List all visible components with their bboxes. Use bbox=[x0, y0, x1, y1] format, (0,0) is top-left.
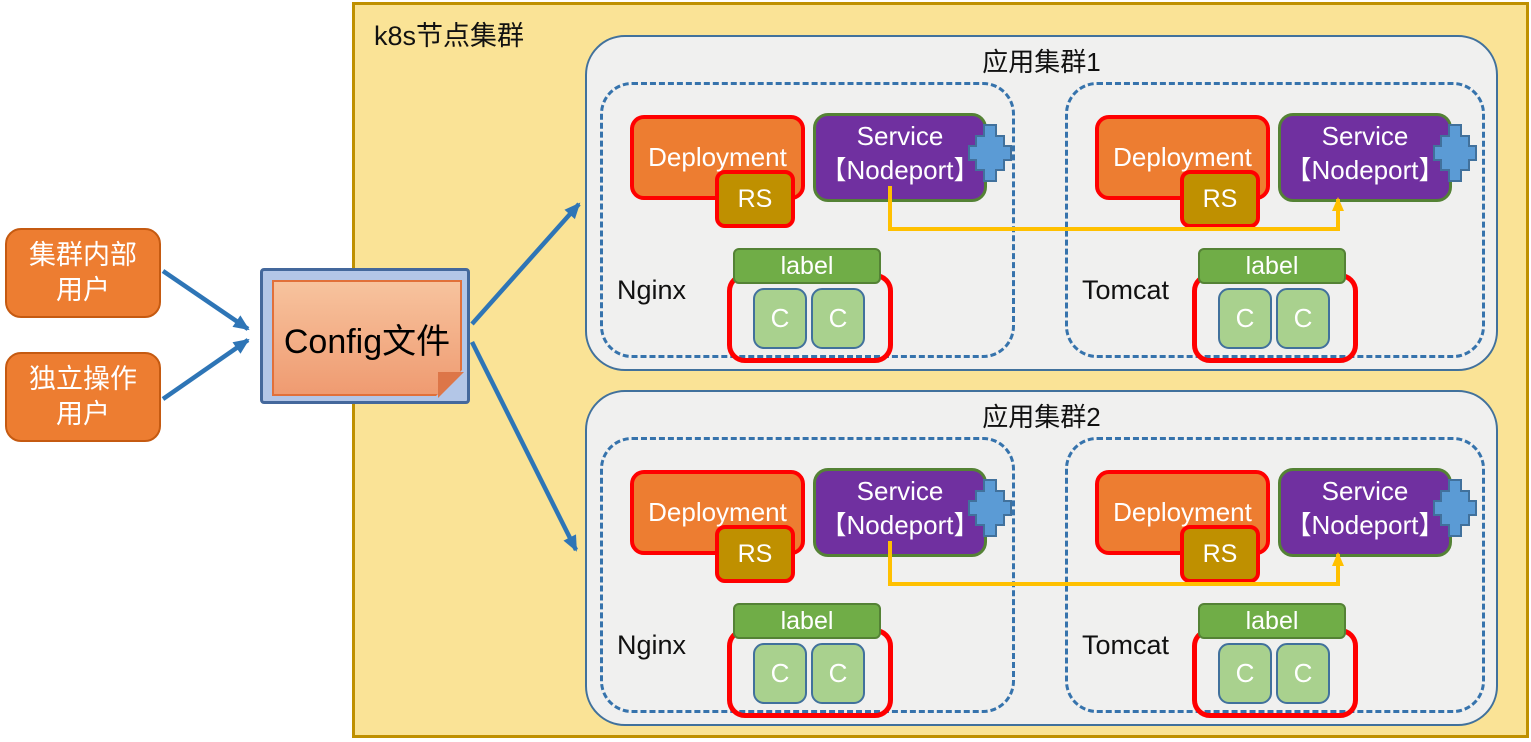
nodeport-label: 【Nodeport】 bbox=[1285, 509, 1445, 540]
service-label: Service bbox=[856, 121, 944, 151]
user-box-cluster-internal: 集群内部 用户 bbox=[5, 228, 161, 318]
config-note-fold-corner bbox=[438, 372, 464, 398]
rs-box: RS bbox=[715, 170, 795, 228]
container-box: C bbox=[753, 288, 807, 349]
container-box: C bbox=[1276, 643, 1330, 704]
user-label-line2: 用户 bbox=[56, 399, 110, 429]
group-name-label: Nginx bbox=[617, 275, 687, 305]
nodeport-label: 【Nodeport】 bbox=[1285, 154, 1445, 185]
config-file-label: Config文件 bbox=[283, 322, 451, 361]
pod-box: C C bbox=[1192, 628, 1358, 718]
nodeport-plug-icon bbox=[1433, 479, 1477, 537]
config-file-frame: Config文件 bbox=[260, 268, 470, 404]
app-cluster-1-title: 应用集群1 bbox=[982, 47, 1101, 77]
user-box-independent-operator: 独立操作 用户 bbox=[5, 352, 161, 442]
pod-box: C C bbox=[727, 273, 893, 363]
service-nodeport-box: Service 【Nodeport】 bbox=[1278, 113, 1477, 202]
app-cluster-panel-1: 应用集群1 Deployment RS Service 【Nodeport】 N… bbox=[585, 35, 1498, 371]
container-box: C bbox=[1276, 288, 1330, 349]
user-label-line1: 集群内部 bbox=[29, 239, 137, 270]
app-cluster-panel-2: 应用集群2 Deployment RS Service 【Nodeport】 N… bbox=[585, 390, 1498, 726]
label-box: label bbox=[733, 248, 881, 284]
service-nodeport-box: Service 【Nodeport】 bbox=[813, 468, 1012, 557]
nodeport-plug-icon bbox=[968, 479, 1012, 537]
service-label: Service bbox=[856, 476, 944, 506]
rs-box: RS bbox=[1180, 170, 1260, 228]
app-cluster-2-title: 应用集群2 bbox=[982, 402, 1101, 432]
service-nodeport-box: Service 【Nodeport】 bbox=[813, 113, 1012, 202]
service-nodeport-box: Service 【Nodeport】 bbox=[1278, 468, 1477, 557]
nodeport-plug-icon bbox=[968, 124, 1012, 182]
user-label-line1: 独立操作 bbox=[29, 363, 137, 394]
label-box: label bbox=[733, 603, 881, 639]
nginx-group-cluster1: Deployment RS Service 【Nodeport】 Nginx l… bbox=[600, 82, 1015, 363]
pod-box: C C bbox=[727, 628, 893, 718]
rs-box: RS bbox=[1180, 525, 1260, 583]
label-box: label bbox=[1198, 248, 1346, 284]
container-box: C bbox=[811, 643, 865, 704]
tomcat-group-cluster2: Deployment RS Service 【Nodeport】 Tomcat … bbox=[1065, 437, 1485, 718]
nodeport-plug-icon bbox=[1433, 124, 1477, 182]
label-box: label bbox=[1198, 603, 1346, 639]
pod-box: C C bbox=[1192, 273, 1358, 363]
container-box: C bbox=[1218, 288, 1272, 349]
group-name-label: Tomcat bbox=[1082, 275, 1170, 305]
group-name-label: Nginx bbox=[617, 630, 687, 660]
k8s-cluster-title: k8s节点集群 bbox=[374, 21, 525, 51]
config-input-arrow-2 bbox=[161, 338, 250, 401]
nginx-group-cluster2: Deployment RS Service 【Nodeport】 Nginx l… bbox=[600, 437, 1015, 718]
group-name-label: Tomcat bbox=[1082, 630, 1170, 660]
tomcat-group-cluster1: Deployment RS Service 【Nodeport】 Tomcat … bbox=[1065, 82, 1485, 363]
config-input-arrow-1 bbox=[161, 269, 250, 331]
nodeport-label: 【Nodeport】 bbox=[820, 154, 980, 185]
user-label-line2: 用户 bbox=[56, 275, 110, 305]
config-file-note: Config文件 bbox=[272, 280, 462, 396]
container-box: C bbox=[811, 288, 865, 349]
container-box: C bbox=[1218, 643, 1272, 704]
nodeport-label: 【Nodeport】 bbox=[820, 509, 980, 540]
container-box: C bbox=[753, 643, 807, 704]
rs-box: RS bbox=[715, 525, 795, 583]
service-label: Service bbox=[1321, 476, 1409, 506]
service-label: Service bbox=[1321, 121, 1409, 151]
